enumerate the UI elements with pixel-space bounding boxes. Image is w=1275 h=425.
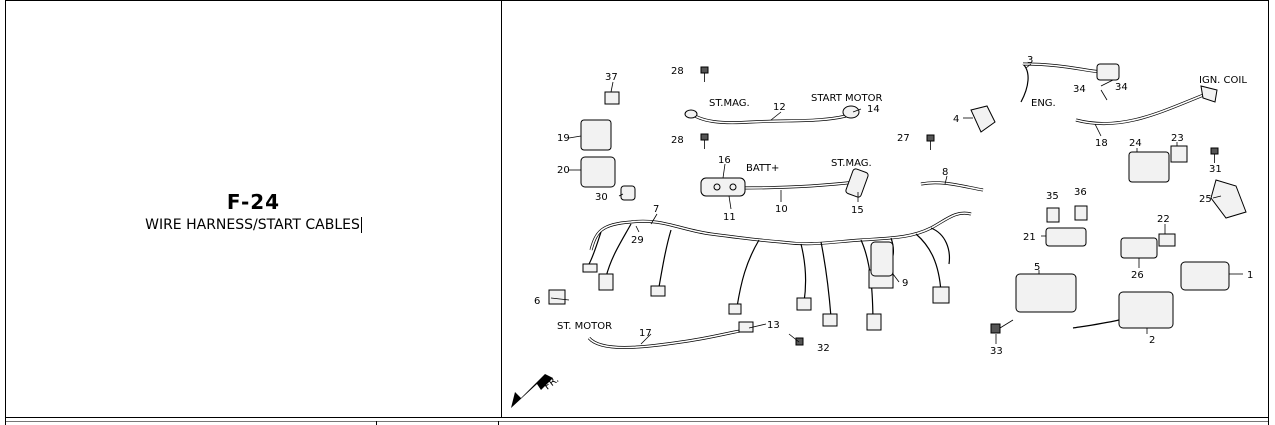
st-mag-label-right: ST.MAG. [831, 158, 872, 169]
part-number-labels: 1 2 3 4 5 6 7 8 9 10 11 12 13 14 15 16 1… [534, 55, 1253, 357]
part-label: 6 [534, 296, 540, 307]
title-block: F-24 WIRE HARNESS/START CABLES [5, 190, 502, 233]
part-label: 32 [817, 343, 830, 354]
box-23 [1170, 145, 1188, 163]
parts-diagram: 1 2 3 4 5 6 7 8 9 10 11 12 13 14 15 16 1… [501, 2, 1267, 416]
bolt-33 [990, 319, 1014, 334]
part-label: 3 [1027, 55, 1033, 66]
cdi-unit-2 [1118, 291, 1174, 329]
part-label: 17 [639, 328, 652, 339]
part-label: 5 [1034, 262, 1040, 273]
bolt-28-bottom [700, 133, 709, 149]
part-label: 2 [1149, 335, 1155, 346]
relay-parts [580, 91, 636, 201]
part-label: 12 [773, 102, 786, 113]
fuse-35 [1046, 207, 1060, 223]
text-cursor [360, 217, 362, 233]
part-label: 21 [1023, 232, 1036, 243]
relay-26 [1120, 237, 1158, 259]
part-label: 28 [671, 66, 684, 77]
ignition-coil-3 [1020, 62, 1120, 103]
figure-name[interactable]: WIRE HARNESS/START CABLES [145, 217, 362, 233]
battery-cable-10 [700, 168, 869, 198]
title-cell [5, 0, 502, 418]
part-label: 4 [953, 114, 959, 125]
bottom-table-row [5, 418, 1269, 425]
part-label: 35 [1046, 191, 1059, 202]
column-separator [376, 421, 377, 425]
parts-diagram-svg: 1 2 3 4 5 6 7 8 9 10 11 12 13 14 15 16 1… [511, 55, 1253, 408]
eng-label: ENG. [1031, 98, 1056, 109]
part-22 [1158, 233, 1176, 247]
part-label: 8 [942, 167, 948, 178]
part-label: 36 [1074, 187, 1087, 198]
part-label: 22 [1157, 214, 1170, 225]
part-label: 23 [1171, 133, 1184, 144]
st-motor-label: ST. MOTOR [557, 321, 612, 332]
part-label: 27 [897, 133, 910, 144]
part-label: 10 [775, 204, 788, 215]
main-wire-harness [588, 211, 972, 328]
harness-connectors [582, 263, 950, 331]
regulator-5 [1015, 273, 1077, 313]
start-cable-12 [684, 105, 860, 125]
part-label: 11 [723, 212, 736, 223]
part-label: 33 [990, 346, 1003, 357]
box-24 [1128, 151, 1170, 183]
part-label: 24 [1129, 138, 1142, 149]
part-label: 34 [1073, 84, 1086, 95]
part-label: 25 [1199, 194, 1212, 205]
front-arrow-icon [511, 374, 553, 408]
st-mag-label-top: ST.MAG. [709, 98, 750, 109]
part-label: 26 [1131, 270, 1144, 281]
part-label: 28 [671, 135, 684, 146]
part-label: 16 [718, 155, 731, 166]
plug-cap-4 [970, 105, 996, 133]
figure-code: F-24 [226, 190, 281, 214]
part-label: 34 [1115, 82, 1128, 93]
part-label: 15 [851, 205, 864, 216]
bolt-32 [788, 333, 804, 346]
electrical-boxes [548, 145, 1247, 329]
part-label: 18 [1095, 138, 1108, 149]
leader-lines [550, 63, 1243, 345]
bolt-27 [926, 134, 935, 150]
row-divider [6, 421, 1268, 422]
part-6 [548, 289, 566, 305]
part-label: 1 [1247, 270, 1253, 281]
part-1 [1180, 261, 1230, 291]
table-frame [5, 0, 1269, 418]
part-label: 7 [653, 204, 659, 215]
part-9 [870, 241, 894, 277]
part-label: 37 [605, 72, 618, 83]
part-label: 13 [767, 320, 780, 331]
part-label: 19 [557, 133, 570, 144]
bracket-25 [1210, 179, 1247, 219]
fuse-box-21 [1045, 227, 1087, 247]
part-label: 30 [595, 192, 608, 203]
part-label: 29 [631, 235, 644, 246]
column-separator [498, 421, 499, 425]
start-motor-label: START MOTOR [811, 93, 883, 104]
bolt-34-b [1100, 89, 1108, 101]
fuse-36 [1074, 205, 1088, 221]
part-label: 20 [557, 165, 570, 176]
figure-name-text: WIRE HARNESS/START CABLES [145, 217, 360, 233]
batt-plus-label: BATT+ [746, 163, 779, 174]
part-label: 14 [867, 104, 880, 115]
engine-cable-18 [1075, 85, 1218, 126]
ign-coil-label: IGN. COIL [1199, 75, 1247, 86]
bolt-34-a [1100, 79, 1114, 87]
bolt-28-top [700, 66, 709, 82]
part-label: 31 [1209, 164, 1222, 175]
starter-cable-17 [587, 321, 754, 349]
bolt-31 [1210, 147, 1219, 163]
bolts [700, 66, 1219, 346]
part-label: 9 [902, 278, 908, 289]
